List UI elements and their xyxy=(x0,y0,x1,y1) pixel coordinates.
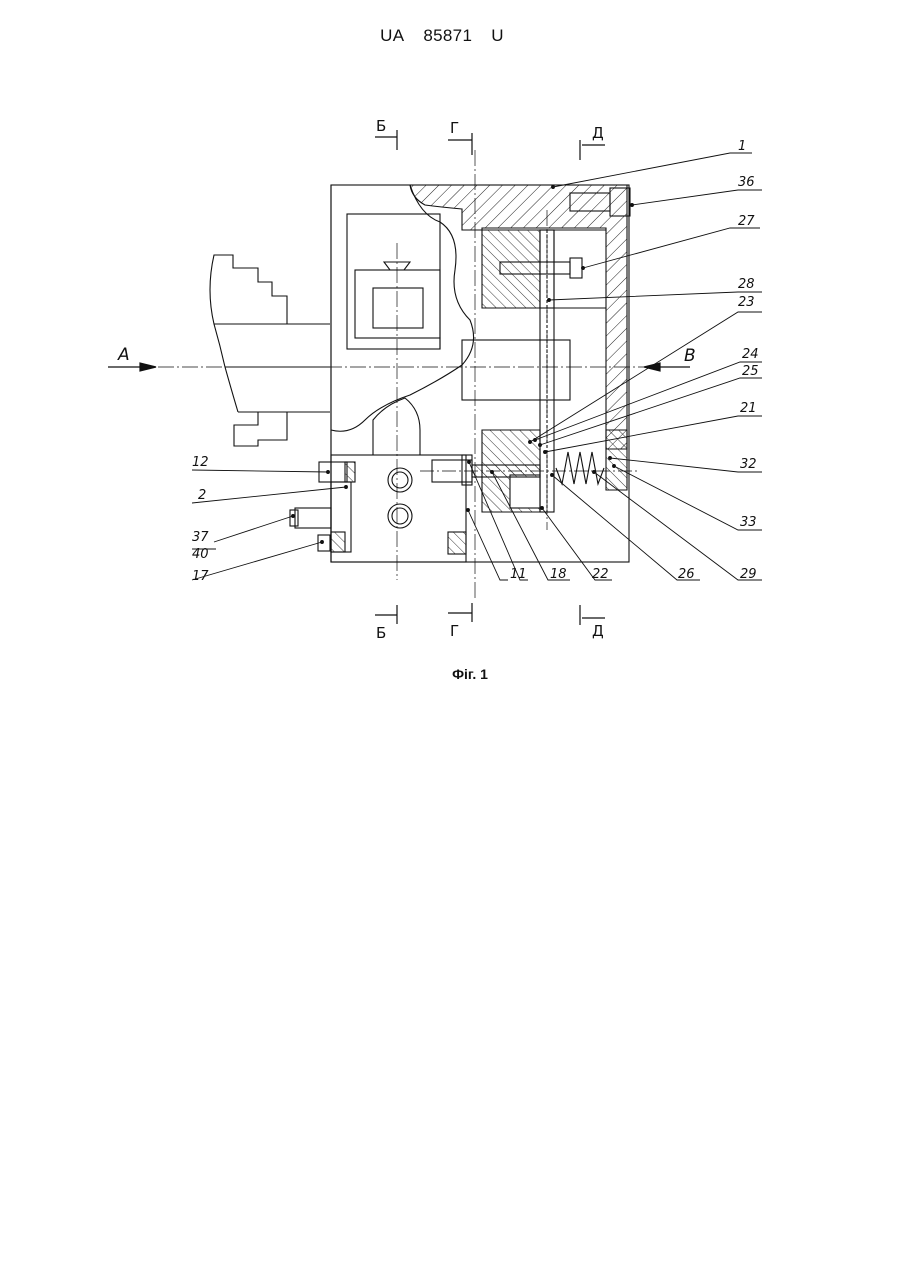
part-label-24: 24 xyxy=(742,347,759,362)
top-plate-hatched xyxy=(410,185,627,449)
section-b-bottom: Б xyxy=(376,624,386,642)
spring xyxy=(556,452,604,484)
view-label-v: В xyxy=(684,346,696,366)
part-label-11: 11 xyxy=(510,567,527,582)
part-label-12: 12 xyxy=(192,455,209,470)
view-label-a: А xyxy=(117,345,130,365)
chuck-jaw-upper xyxy=(210,255,287,324)
part-label-29: 29 xyxy=(740,567,757,582)
part-label-27: 27 xyxy=(738,214,755,229)
part-label-21: 21 xyxy=(740,401,757,416)
section-d-bottom: Д xyxy=(592,622,604,640)
part-label-40: 40 xyxy=(192,547,209,562)
part-label-32: 32 xyxy=(740,457,757,472)
part-label-28: 28 xyxy=(738,277,755,292)
part-label-17: 17 xyxy=(192,569,209,584)
part-label-26: 26 xyxy=(678,567,695,582)
part-label-37: 37 xyxy=(192,530,209,545)
chuck-body xyxy=(214,324,330,412)
section-b-top: Б xyxy=(376,117,386,135)
upper-block-hatched xyxy=(482,230,540,308)
part-label-23: 23 xyxy=(738,295,755,310)
part-label-2: 2 xyxy=(198,488,206,503)
part-label-36: 36 xyxy=(738,175,755,190)
section-g-top: Г xyxy=(450,119,459,137)
part-label-18: 18 xyxy=(550,567,567,582)
housing-outline xyxy=(331,185,629,562)
part-label-33: 33 xyxy=(740,515,757,530)
part-label-25: 25 xyxy=(742,364,759,379)
chuck-jaw-lower xyxy=(234,412,287,446)
part-label-1: 1 xyxy=(738,139,746,154)
section-d-top: Д xyxy=(592,124,604,142)
section-g-bottom: Г xyxy=(450,622,459,640)
figure-caption: Фіг. 1 xyxy=(430,666,510,682)
part-label-22: 22 xyxy=(592,567,609,582)
